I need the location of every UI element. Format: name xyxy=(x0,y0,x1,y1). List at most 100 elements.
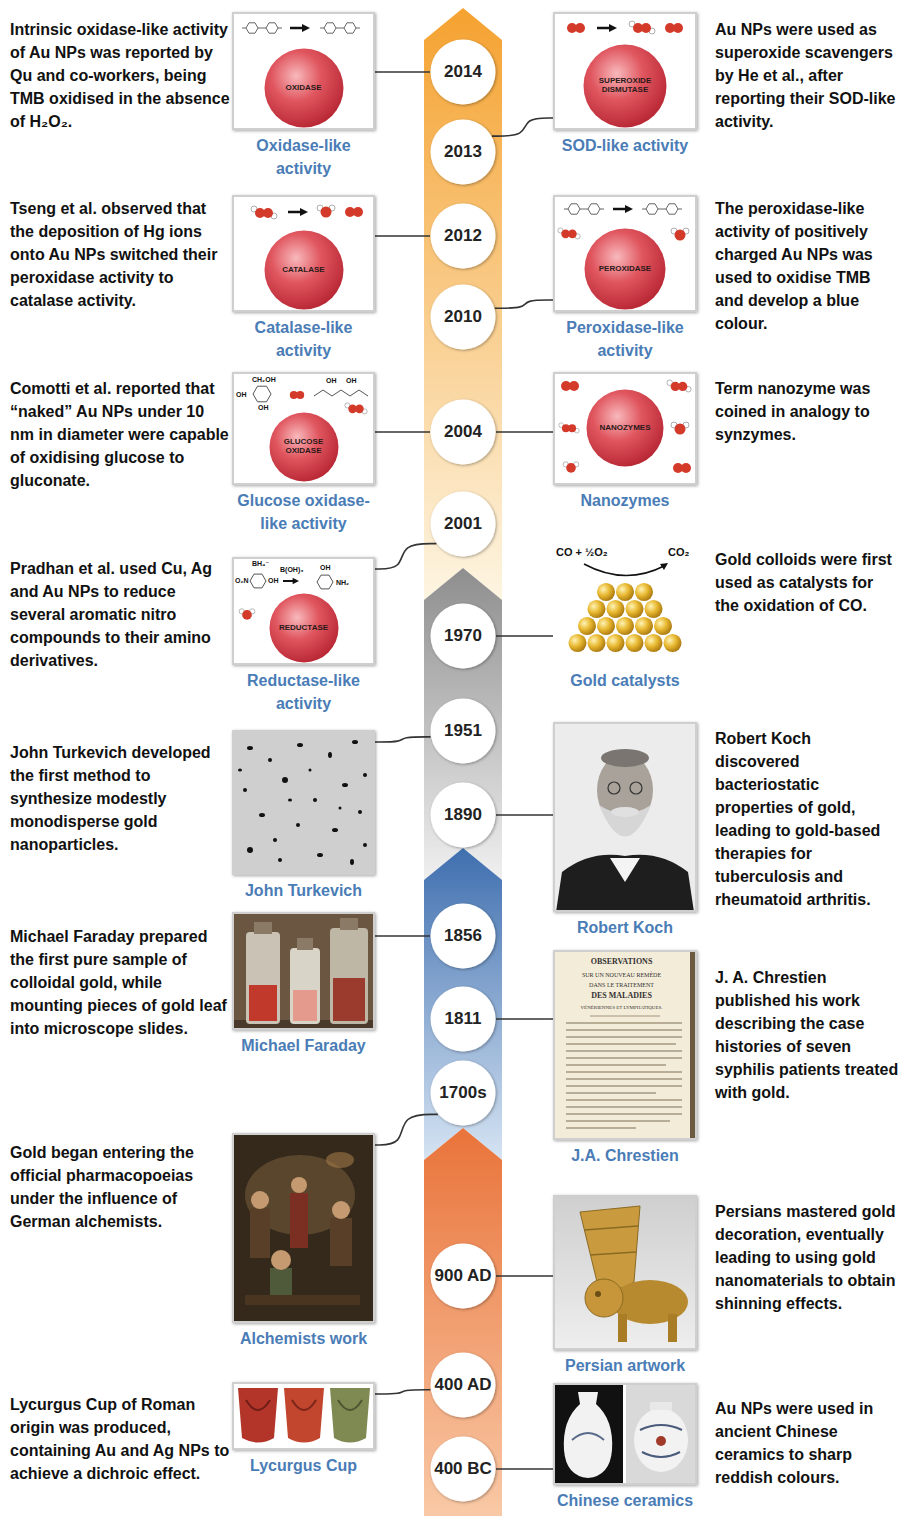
timeline-arrow xyxy=(424,8,502,1516)
leader-line xyxy=(496,431,553,433)
label-anchor: OH xyxy=(258,404,269,412)
year-disc xyxy=(431,400,496,465)
sphere-label: OXIDASE xyxy=(271,84,337,93)
panel-caption: Lycurgus Cup xyxy=(227,1454,380,1477)
image-panel: John Turkevich xyxy=(232,730,375,875)
enzyme-sphere: PEROXIDASE xyxy=(584,228,666,310)
chemical-label: BH₄⁻ xyxy=(252,560,269,568)
lycurgus-cups xyxy=(232,1382,375,1450)
chinese-ceramics-photos xyxy=(553,1383,697,1485)
leader-line xyxy=(496,814,553,816)
year-disc xyxy=(431,1353,496,1418)
label-anchor: BH₄⁻ xyxy=(252,560,269,568)
year-circle: 1951 xyxy=(429,697,497,765)
enzyme-sphere: OXIDASE xyxy=(264,48,344,128)
year-text: 2001 xyxy=(444,514,482,534)
label-anchor: OH xyxy=(268,577,279,585)
label-anchor: VÉNÉRIENNES ET LYMPHATIQUES. xyxy=(553,1005,690,1011)
event-description: Term nanozyme was coined in analogy to s… xyxy=(715,377,899,446)
enzyme-sphere: GLUCOSE OXIDASE xyxy=(269,412,339,482)
year-circle: 2004 xyxy=(429,398,497,466)
event-description: Pradhan et al. used Cu, Ag and Au NPs to… xyxy=(10,557,230,672)
label-anchor: OH xyxy=(320,564,331,572)
label-anchor: Tseng et al. observed that the depositio… xyxy=(10,197,230,312)
panel-caption: Michael Faraday xyxy=(227,1034,380,1057)
sphere-label: NANOZYMES xyxy=(593,424,657,433)
year-circle: 2012 xyxy=(429,202,497,270)
year-circle: 400 BC xyxy=(429,1435,497,1503)
chemical-label: O₂N xyxy=(235,577,249,585)
label-anchor: NH₂ xyxy=(336,579,349,587)
year-text: 400 AD xyxy=(434,1375,491,1395)
panel-caption: Catalase-like activity xyxy=(227,316,380,362)
event-description: Michael Faraday prepared the first pure … xyxy=(10,925,230,1040)
year-circle: 1856 xyxy=(429,902,497,970)
year-circle: 1970 xyxy=(429,602,497,670)
label-anchor: OH xyxy=(346,377,357,385)
image-panel: Lycurgus Cup xyxy=(232,1382,375,1450)
leader-line xyxy=(492,118,553,136)
panel-caption: Reductase-like activity xyxy=(227,669,380,715)
label-anchor: OH xyxy=(326,377,337,385)
year-disc xyxy=(431,699,496,764)
year-circle: 1811 xyxy=(429,985,497,1053)
chemical-label: CO + ½O₂ xyxy=(556,546,608,558)
sphere-label: SUPEROXIDE DISMUTASE xyxy=(591,77,660,95)
year-text: 1970 xyxy=(444,626,482,646)
year-text: 1890 xyxy=(444,805,482,825)
chemical-label: OH xyxy=(320,564,331,572)
panel-caption: Robert Koch xyxy=(548,916,702,939)
year-circle: 1890 xyxy=(429,781,497,849)
label-anchor: J. A. Chrestien published his work descr… xyxy=(715,966,899,1104)
label-anchor: DES MALADIES xyxy=(553,992,690,1001)
image-panel: Persian artwork xyxy=(553,1195,697,1350)
label-anchor: OBSERVATIONS xyxy=(553,958,690,967)
label-anchor: Term nanozyme was coined in analogy to s… xyxy=(715,377,899,446)
enzyme-sphere: SUPEROXIDE DISMUTASE xyxy=(583,44,667,128)
label-anchor: O₂N xyxy=(235,577,249,585)
year-disc xyxy=(431,1244,496,1309)
year-text: 2014 xyxy=(444,62,482,82)
year-disc xyxy=(431,987,496,1052)
leader-line xyxy=(375,737,431,742)
label-anchor: DANS LE TRAITEMENT xyxy=(553,982,690,989)
image-panel: Chinese ceramics xyxy=(553,1383,697,1485)
image-panel: Michael Faraday xyxy=(232,912,375,1030)
year-disc xyxy=(431,783,496,848)
year-disc xyxy=(431,204,496,269)
label-anchor: Lycurgus Cup of Roman origin was produce… xyxy=(10,1393,230,1485)
leader-line xyxy=(375,1114,438,1145)
label-anchor: CO + ½O₂ xyxy=(556,546,608,558)
book-title-text: DES MALADIES xyxy=(553,992,690,1001)
panel-caption: Nanozymes xyxy=(548,489,702,512)
nanozyme-molecules xyxy=(559,380,691,473)
glucose-reaction xyxy=(253,386,368,414)
event-description: John Turkevich developed the first metho… xyxy=(10,741,230,856)
leader-line xyxy=(375,431,430,433)
image-panel: Catalase-like activityCATALASE xyxy=(232,195,375,312)
leader-line xyxy=(375,544,436,569)
label-anchor: The peroxidase-like activity of positive… xyxy=(715,197,899,335)
year-disc xyxy=(431,904,496,969)
year-circle: 2001 xyxy=(429,490,497,558)
image-panel: Reductase-like activityREDUCTASE xyxy=(232,557,375,665)
year-text: 1951 xyxy=(444,721,482,741)
image-panel: Peroxidase-like activityPEROXIDASE xyxy=(553,195,697,312)
label-anchor: CO₂ xyxy=(668,546,689,558)
sphere-label: REDUCTASE xyxy=(275,624,332,633)
label-anchor: OH xyxy=(236,391,247,399)
alchemists-painting xyxy=(232,1133,375,1323)
chrestien-book-page xyxy=(553,950,697,1140)
leader-line xyxy=(496,1018,553,1020)
chemical-label: OH xyxy=(258,404,269,412)
leader-line xyxy=(496,635,553,637)
label-anchor: Michael Faraday prepared the first pure … xyxy=(10,925,230,1040)
tem-micrograph xyxy=(232,730,375,875)
enzyme-sphere: CATALASE xyxy=(264,230,344,310)
year-text: 2012 xyxy=(444,226,482,246)
image-panel: Robert Koch xyxy=(553,722,697,912)
chemical-label: NH₂ xyxy=(336,579,349,587)
year-disc xyxy=(431,1437,496,1502)
event-description: Au NPs were used in ancient Chinese cera… xyxy=(715,1397,899,1489)
image-panel: Gold catalysts xyxy=(553,542,697,665)
